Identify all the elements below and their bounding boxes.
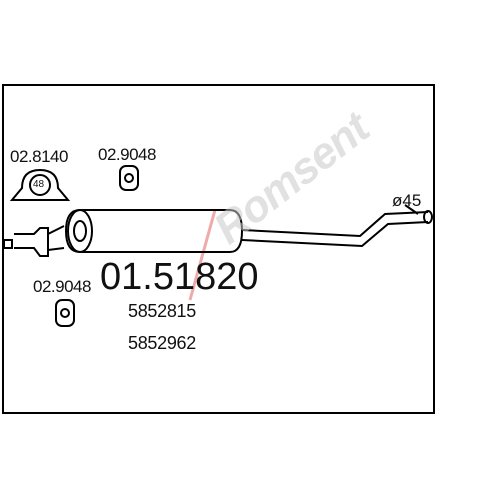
- inlet-flange-drawing: [3, 225, 65, 257]
- clamp-part-number: 02.8140: [10, 147, 68, 166]
- hanger-top-part-number: 02.9048: [98, 145, 156, 164]
- main-part-number: 01.51820: [100, 256, 259, 298]
- watermark-swoosh: [188, 209, 217, 301]
- oem-number-1: 5852815: [128, 301, 196, 321]
- hanger-top-drawing: [119, 165, 139, 191]
- outlet-diameter-label: ø45: [392, 191, 422, 210]
- oem-number-2: 5852962: [128, 333, 196, 353]
- hanger-bottom-part-number: 02.9048: [33, 277, 91, 296]
- clamp-size-label: 48: [33, 179, 45, 190]
- hanger-bottom-drawing: [55, 299, 75, 327]
- muffler-drawing: [64, 209, 244, 253]
- clamp-drawing: [9, 168, 71, 201]
- tailpipe-drawing: [241, 204, 433, 248]
